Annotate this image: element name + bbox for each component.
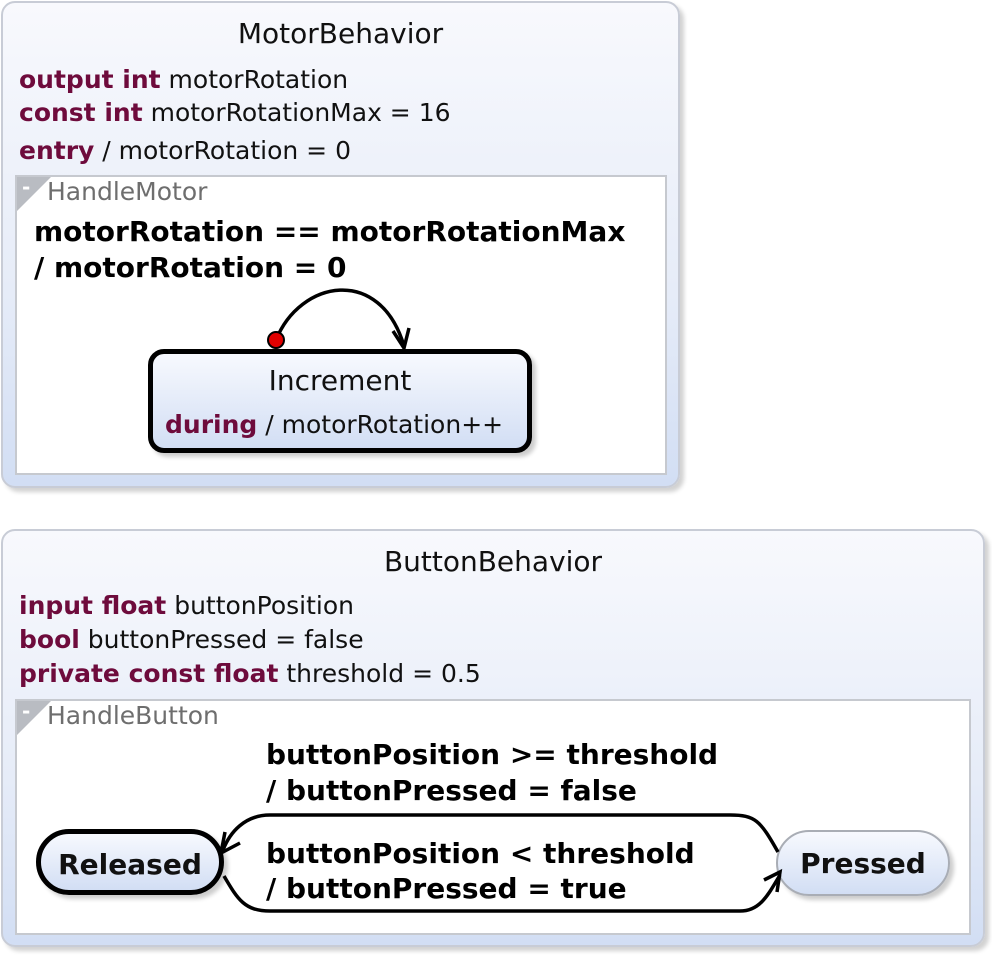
motor-decl-const-text: motorRotationMax = 16 xyxy=(142,98,451,127)
motor-transition-action[interactable]: / motorRotation = 0 xyxy=(34,251,347,284)
motor-decl-const: const int motorRotationMax = 16 xyxy=(19,98,451,127)
increment-state-title: Increment xyxy=(268,364,412,397)
motor-self-transition-arrow xyxy=(391,327,411,353)
collapse-icon[interactable]: - xyxy=(22,699,31,723)
button-decl-bool: bool buttonPressed = false xyxy=(19,625,364,654)
entry-point-dot xyxy=(267,331,285,349)
button-behavior-title: ButtonBehavior xyxy=(383,545,603,578)
increment-state-action: during / motorRotation++ xyxy=(165,410,503,439)
released-state[interactable]: Released xyxy=(36,829,224,895)
button-decl-threshold: private const float threshold = 0.5 xyxy=(19,659,481,688)
released-to-pressed-arrow xyxy=(763,868,783,893)
button-top-transition-guard[interactable]: buttonPosition >= threshold xyxy=(266,738,719,771)
released-to-pressed-path[interactable] xyxy=(222,874,782,913)
button-decl-input-text: buttonPosition xyxy=(166,591,354,620)
button-decl-input: input float buttonPosition xyxy=(19,591,354,620)
increment-during-keyword: during xyxy=(165,410,258,439)
button-bottom-transition-action[interactable]: / buttonPressed = true xyxy=(266,872,627,905)
button-top-transition-action[interactable]: / buttonPressed = false xyxy=(266,774,637,807)
region-corner-marker xyxy=(17,177,51,211)
motor-decl-entry-text: / motorRotation = 0 xyxy=(94,136,351,165)
increment-during-text: / motorRotation++ xyxy=(257,410,504,439)
button-decl-input-keyword: input float xyxy=(19,591,167,620)
button-bottom-transition-guard[interactable]: buttonPosition < threshold xyxy=(266,837,695,870)
button-decl-bool-keyword: bool xyxy=(19,625,80,654)
pressed-to-released-path[interactable] xyxy=(221,813,780,853)
motor-behavior-title: MotorBehavior xyxy=(237,17,444,50)
region-corner-marker xyxy=(17,701,51,735)
button-decl-threshold-keyword: private const float xyxy=(19,659,279,688)
button-decl-bool-text: buttonPressed = false xyxy=(79,625,364,654)
motor-decl-output-keyword: output int xyxy=(19,65,161,94)
handle-motor-title: HandleMotor xyxy=(47,177,208,206)
increment-state[interactable]: Increment during / motorRotation++ xyxy=(148,349,532,453)
motor-self-transition-path[interactable] xyxy=(274,288,406,347)
handle-button-title: HandleButton xyxy=(47,701,219,730)
motor-decl-output: output int motorRotation xyxy=(19,65,348,94)
pressed-to-released-arrow xyxy=(218,831,241,857)
motor-decl-const-keyword: const int xyxy=(19,98,143,127)
motor-transition-guard[interactable]: motorRotation == motorRotationMax xyxy=(34,215,626,248)
released-state-label: Released xyxy=(58,848,202,881)
motor-decl-output-text: motorRotation xyxy=(160,65,349,94)
motor-behavior-block[interactable]: MotorBehavior output int motorRotation c… xyxy=(1,1,680,488)
pressed-state[interactable]: Pressed xyxy=(776,830,950,896)
motor-decl-entry: entry / motorRotation = 0 xyxy=(19,136,351,165)
pressed-state-label: Pressed xyxy=(800,847,926,880)
button-decl-threshold-text: threshold = 0.5 xyxy=(278,659,481,688)
collapse-icon[interactable]: - xyxy=(22,175,31,199)
motor-decl-entry-keyword: entry xyxy=(19,136,95,165)
